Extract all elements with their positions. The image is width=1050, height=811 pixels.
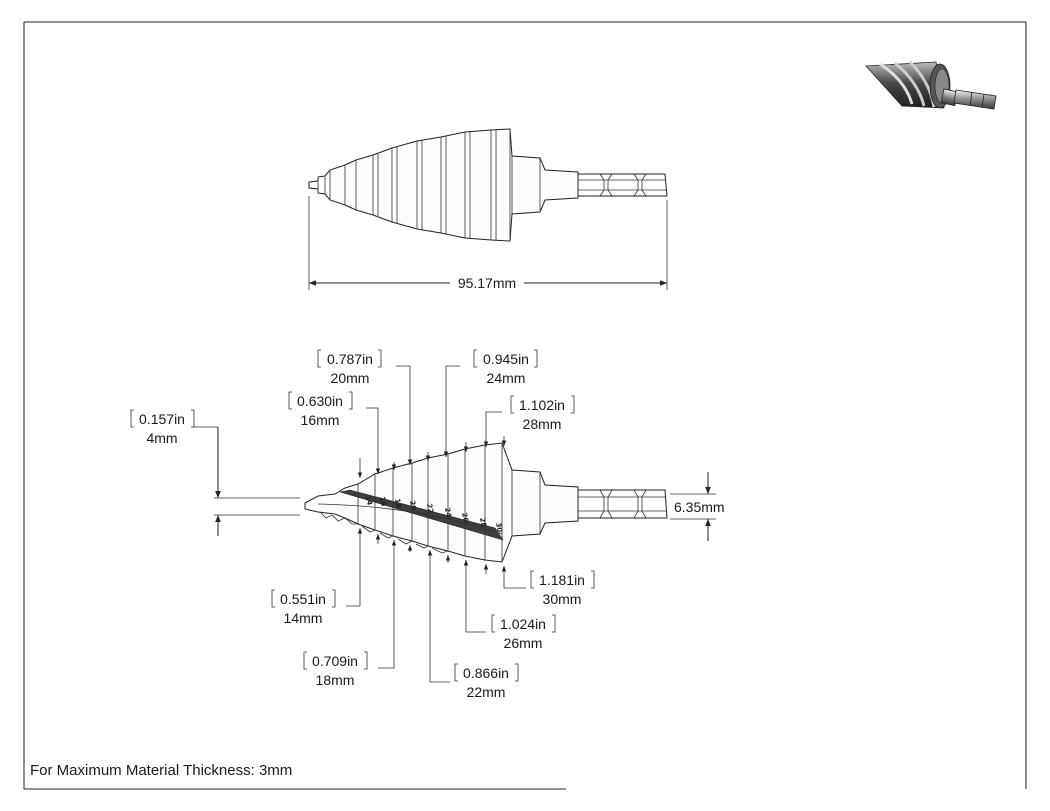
dim-in: 0.551in bbox=[280, 591, 326, 607]
step-mark: 24 bbox=[443, 507, 453, 518]
dim-mm: 30mm bbox=[543, 591, 582, 607]
step-mark: 16 bbox=[378, 496, 388, 507]
shank-size-label: 6.35mm bbox=[674, 499, 725, 515]
dim-mm: 22mm bbox=[467, 684, 506, 700]
dim-mm: 4mm bbox=[146, 430, 177, 446]
leaders-top bbox=[357, 365, 507, 478]
dim-mm: 24mm bbox=[487, 370, 526, 386]
step-mark: 26 bbox=[460, 512, 470, 523]
dim-in: 0.709in bbox=[312, 653, 358, 669]
drill-side-view bbox=[308, 128, 668, 242]
dim-in: 0.630in bbox=[297, 393, 343, 409]
dim-in: 1.181in bbox=[539, 572, 585, 588]
dim-label-26mm: 1.024in 26mm bbox=[491, 614, 556, 651]
step-mark: 18 bbox=[393, 498, 403, 509]
dim-mm: 16mm bbox=[301, 412, 340, 428]
dim-in: 0.945in bbox=[483, 351, 529, 367]
leaders-bottom bbox=[346, 528, 526, 683]
dim-label-28mm: 1.102in 28mm bbox=[510, 395, 575, 432]
dim-in: 1.024in bbox=[500, 616, 546, 632]
dim-in: 0.866in bbox=[463, 665, 509, 681]
dim-label-18mm: 0.709in 18mm bbox=[303, 651, 368, 688]
dim-in: 1.102in bbox=[519, 397, 565, 413]
step-mark: 20 bbox=[408, 500, 418, 511]
dim-label-14mm: 0.551in 14mm bbox=[271, 589, 336, 626]
overall-length-dimension: 95.17mm bbox=[308, 196, 668, 291]
overall-length-label: 95.17mm bbox=[458, 275, 516, 291]
step-mark: 28 bbox=[478, 517, 488, 528]
dim-mm: 14mm bbox=[284, 610, 323, 626]
step-mark: 30 bbox=[494, 522, 504, 533]
shank-dimension: 6.35mm bbox=[670, 472, 725, 541]
dim-in: 0.787in bbox=[327, 351, 373, 367]
sheet-border bbox=[23, 21, 1027, 790]
step-mark: 22 bbox=[425, 503, 435, 514]
material-thickness-note: For Maximum Material Thickness: 3mm bbox=[30, 762, 292, 779]
dim-mm: 28mm bbox=[523, 416, 562, 432]
isometric-thumbnail bbox=[865, 60, 997, 110]
dim-label-4mm: 0.157in 4mm bbox=[130, 409, 195, 446]
dim-in: 0.157in bbox=[139, 411, 185, 427]
step-marks: 14 16 18 20 22 24 26 28 30 bbox=[364, 495, 504, 533]
dim-mm: 20mm bbox=[331, 370, 370, 386]
dim-label-20mm: 0.787in 20mm bbox=[317, 349, 382, 386]
dim-label-22mm: 0.866in 22mm bbox=[454, 663, 519, 700]
dim-mm: 18mm bbox=[316, 672, 355, 688]
dim-label-30mm: 1.181in 30mm bbox=[530, 570, 595, 607]
tip-dimension bbox=[192, 426, 300, 536]
dim-mm: 26mm bbox=[504, 635, 543, 651]
drill-detail-view: 14 16 18 20 22 24 26 28 30 bbox=[304, 442, 668, 563]
dim-label-24mm: 0.945in 24mm bbox=[473, 349, 538, 386]
dim-label-16mm: 0.630in 16mm bbox=[288, 391, 353, 428]
step-mark: 14 bbox=[364, 495, 374, 506]
